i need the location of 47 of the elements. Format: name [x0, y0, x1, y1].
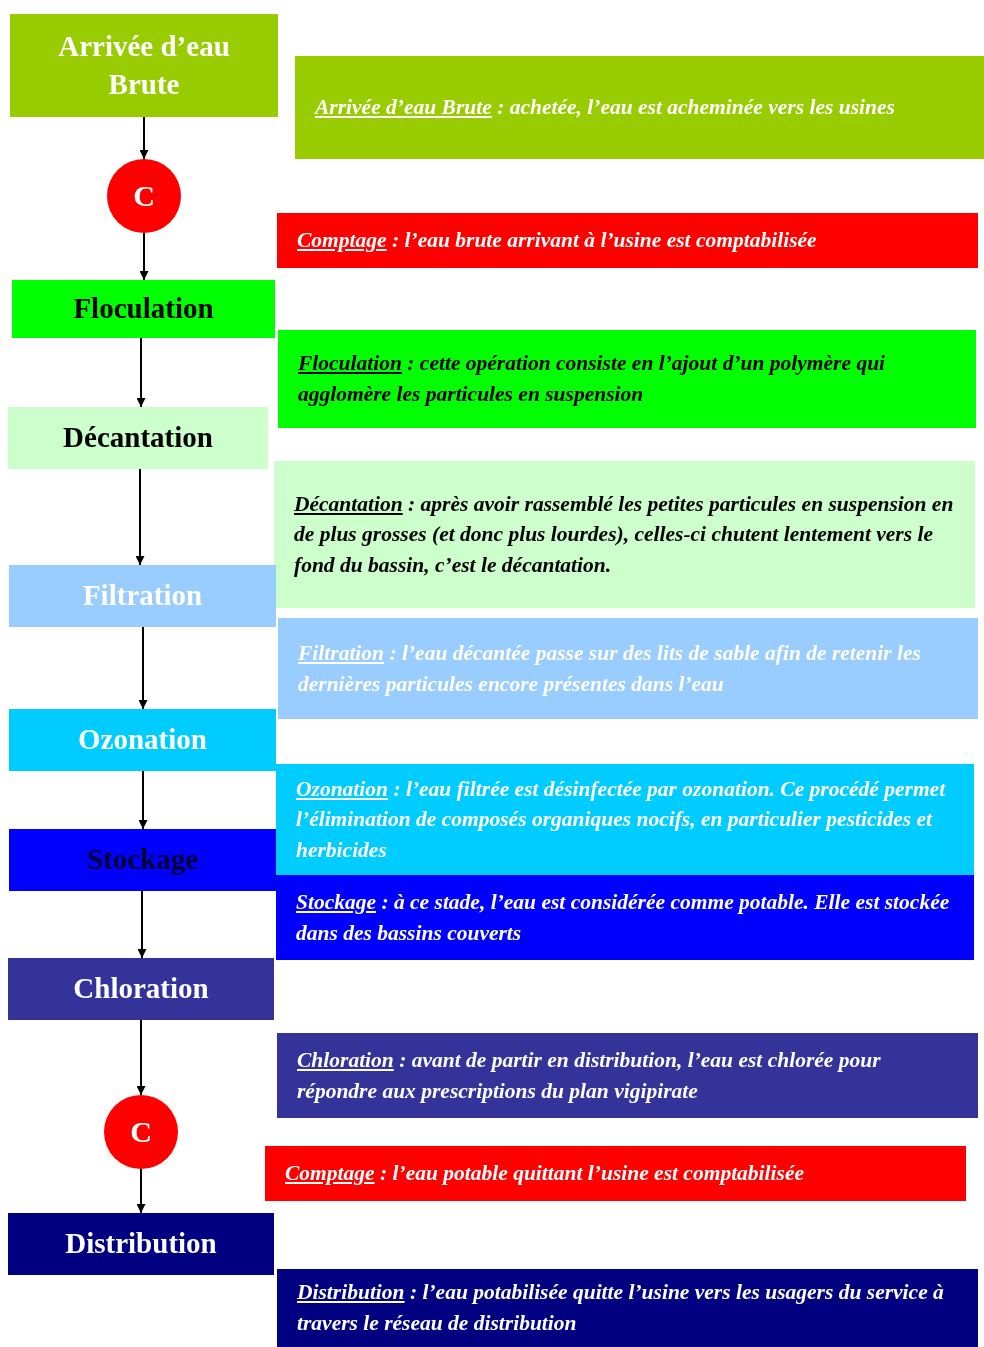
description-text: Comptage : l’eau brute arrivant à l’usine est comptabilisée — [297, 227, 817, 255]
step-label: Décantation — [63, 420, 213, 456]
description-text: Stockage : à ce stade, l’eau est considérée comme potable. Elle est stockée dans des bassins couverts — [296, 889, 951, 947]
process-box — [10, 14, 278, 117]
description-box — [276, 764, 974, 875]
process-box — [12, 280, 275, 338]
description-box — [276, 875, 974, 960]
process-box — [9, 709, 276, 771]
process-box — [9, 829, 276, 891]
process-box — [9, 565, 276, 627]
description-box — [278, 618, 978, 719]
description-box — [265, 1146, 966, 1201]
step-label: Filtration — [82, 578, 203, 614]
arrow — [138, 626, 148, 710]
description-box — [278, 330, 976, 428]
description-box — [277, 213, 978, 268]
step-label: Ozonation — [78, 722, 207, 758]
description-text: Distribution : l’eau potabilisée quitte l’usine vers les usagers du service à travers le réseau de distribution — [297, 1279, 945, 1337]
step-label: Floculation — [73, 291, 214, 327]
process-box — [8, 1213, 274, 1275]
arrow — [139, 116, 149, 160]
description-text: Arrivée d’eau Brute : achetée, l’eau est acheminée vers les usines — [315, 94, 895, 122]
process-box — [8, 958, 274, 1020]
arrow — [137, 890, 147, 959]
arrow — [135, 468, 145, 566]
description-box — [274, 461, 975, 608]
arrow — [138, 770, 148, 830]
arrow — [136, 1168, 146, 1214]
description-box — [295, 56, 984, 159]
step-label: Distribution — [65, 1226, 217, 1262]
description-box — [277, 1033, 978, 1118]
step-label: Chloration — [73, 971, 209, 1007]
process-box — [8, 407, 268, 469]
counter-label: C — [133, 179, 155, 213]
description-text: Floculation : cette opération consiste en l’ajout d’un polymère qui agglomère les particules en suspension — [298, 350, 887, 408]
description-text: Comptage : l’eau potable quittant l’usine est comptabilisée — [285, 1160, 804, 1188]
arrow — [136, 1019, 146, 1096]
counter-label: C — [130, 1115, 152, 1149]
description-text: Décantation : après avoir rassemblé les petites particules en suspension en de plus grosses (et donc plus lourdes), celles-ci chutent lentement vers le fond du bassin, c’est le décantation. — [294, 490, 955, 579]
step-label: Arrivée d’eau Brute — [57, 28, 231, 102]
description-text: Chloration : avant de partir en distribution, l’eau est chlorée pour répondre aux prescriptions du plan vigipirate — [297, 1047, 882, 1105]
step-label: Stockage — [86, 842, 199, 878]
description-text: Filtration : l’eau décantée passe sur des lits de sable afin de retenir les dernières particules encore présentes dans l’eau — [298, 640, 922, 698]
description-box — [277, 1269, 978, 1347]
arrow — [136, 337, 146, 408]
description-text: Ozonation : l’eau filtrée est désinfectée par ozonation. Ce procédé permet l’élimination de composés organiques nocifs, en particulier pesticides et herbicides — [296, 775, 947, 864]
arrow — [139, 232, 149, 281]
